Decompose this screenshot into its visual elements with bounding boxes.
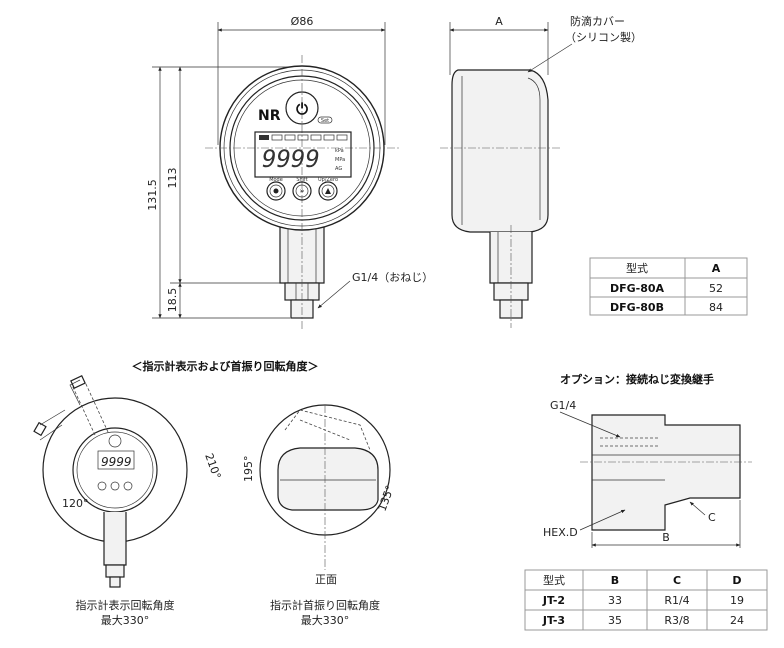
header-b: B: [611, 574, 619, 587]
cell-c: R3/8: [664, 614, 689, 627]
header-model: 型式: [543, 573, 565, 587]
cover-label: 防滴カバー: [570, 14, 625, 28]
model-table: 型式 A DFG-80A 52 DFG-80B 84: [589, 257, 748, 316]
rotation-title: ＜指示計表示および首振り回転角度＞: [132, 359, 319, 373]
upzero-label: Up/Zero: [318, 177, 338, 183]
shift-label: Shift: [296, 177, 307, 183]
cell-model: DFG-80A: [610, 282, 665, 295]
cell-a: 84: [709, 301, 723, 314]
dim-body-height: 113: [166, 168, 179, 189]
dim-diameter: Ø86: [291, 15, 314, 28]
side-view: A 防滴カバー （シリコン製）: [440, 14, 642, 328]
svg-text:9999: 9999: [101, 455, 132, 469]
cell-model: DFG-80B: [610, 301, 664, 314]
cell-c: R1/4: [664, 594, 689, 607]
display-rotation-view: 9999 210° 120° 指示計表示回転角度 最大330°: [33, 375, 223, 627]
angle-210: 210°: [202, 452, 223, 481]
option-table: 型式 B C D JT-2 33 R1/4 19 JT-3 35 R3/8 24: [524, 569, 768, 631]
header-d: D: [732, 574, 741, 587]
cell-a: 52: [709, 282, 723, 295]
cell-model: JT-3: [542, 614, 565, 627]
shift-button-icon: »: [292, 181, 312, 201]
cover-material-label: （シリコン製）: [565, 30, 642, 44]
cell-model: JT-2: [542, 594, 565, 607]
lcd-digits: 9999: [262, 145, 320, 173]
angle-120: 120°: [62, 497, 89, 510]
cell-d: 19: [730, 594, 744, 607]
display-rotation-caption: 指示計表示回転角度: [76, 598, 175, 612]
option-adapter: オプション：接続ねじ変換継手 G1/4 HEX.D C B: [543, 372, 752, 548]
thread-label: G1/4（おねじ）: [352, 271, 433, 284]
unit-ag: AG: [335, 166, 342, 172]
tilt-rotation-view: 195° 135° 正面 指示計首振り回転角度 最大330°: [242, 404, 397, 627]
power-icon: ⏻: [296, 100, 308, 118]
option-title: オプション：接続ねじ変換継手: [560, 372, 714, 386]
mode-button-icon: [266, 181, 286, 201]
tilt-rotation-max: 最大330°: [301, 613, 350, 627]
label-b: B: [662, 531, 670, 544]
label-hex: HEX.D: [543, 526, 578, 539]
label-g14: G1/4: [550, 399, 576, 412]
nr-logo: NR: [258, 108, 281, 124]
dim-total-height: 131.5: [146, 179, 159, 211]
display-rotation-max: 最大330°: [101, 613, 150, 627]
front-label: 正面: [315, 573, 337, 586]
up-button-icon: [318, 181, 338, 201]
cell-d: 24: [730, 614, 744, 627]
tilt-rotation-caption: 指示計首振り回転角度: [270, 598, 380, 612]
angle-135: 135°: [376, 484, 397, 513]
mode-label: Mode: [269, 177, 283, 183]
cell-b: 33: [608, 594, 622, 607]
unit-mpa: MPa: [335, 157, 345, 163]
cell-b: 35: [608, 614, 622, 627]
label-c: C: [708, 511, 716, 524]
dim-thread: 18.5: [166, 288, 179, 313]
front-view: Ø86 131.5 113 18.5 ⏻ Set NR: [146, 15, 433, 330]
set-label: Set: [321, 118, 329, 124]
unit-kpa: kPa: [335, 148, 344, 154]
svg-text:»: »: [300, 187, 305, 195]
dim-a: A: [495, 15, 503, 28]
header-model: 型式: [626, 261, 648, 275]
header-c: C: [673, 574, 681, 587]
angle-195: 195°: [242, 456, 255, 483]
header-a: A: [712, 262, 721, 275]
